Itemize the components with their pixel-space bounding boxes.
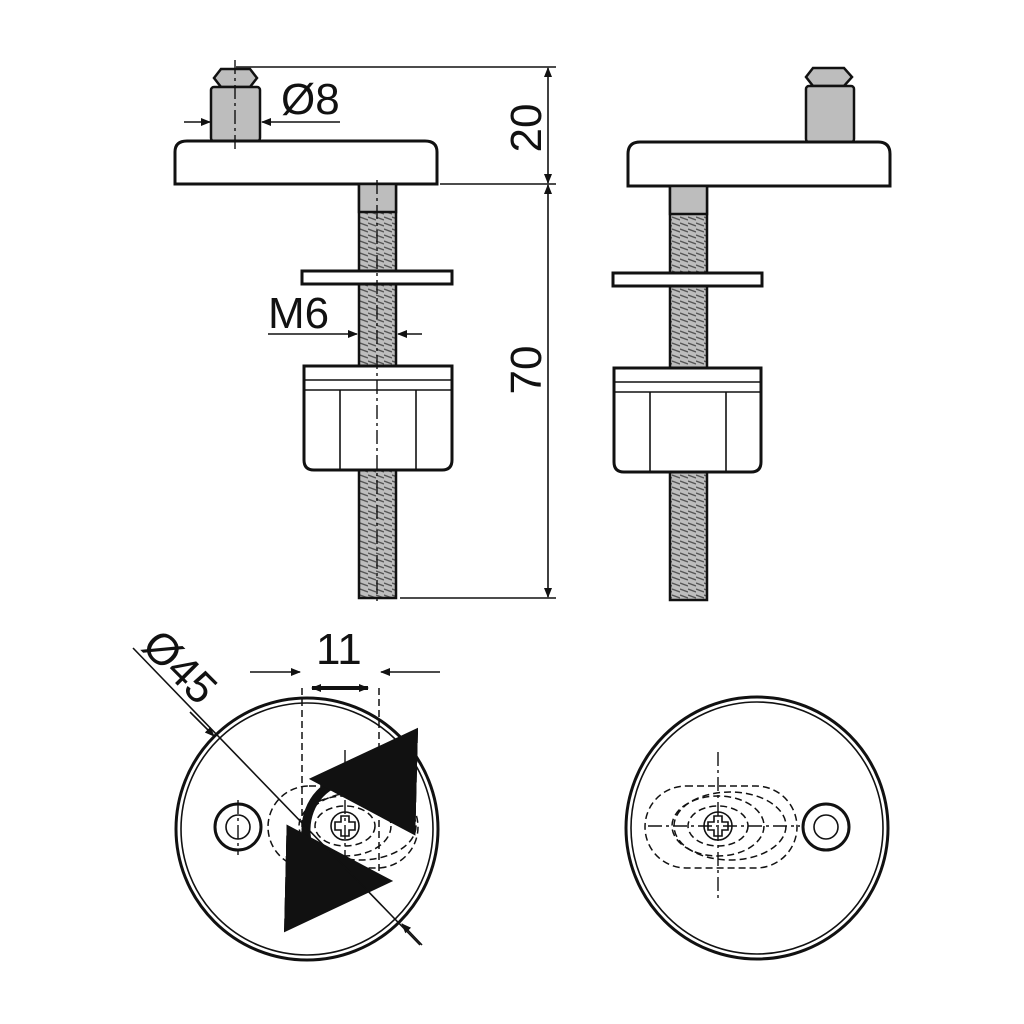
dim-bolt-length: 70 (502, 346, 551, 395)
slot-adjust-dimension (250, 668, 440, 692)
left-nut (302, 364, 454, 472)
left-hidden-slot (267, 785, 419, 869)
rotation-arrow (283, 727, 419, 933)
disc-diameter-dimension (132, 647, 423, 946)
dim-pin-height: 20 (502, 104, 551, 153)
dim-disc-diameter: Ø45 (133, 620, 226, 713)
dim-slot-adjust: 11 (316, 625, 362, 674)
dim-thread: M6 (268, 289, 329, 338)
dim-pin-diameter: Ø8 (281, 75, 340, 124)
left-disc-top-view (174, 688, 440, 962)
right-washer (611, 271, 764, 288)
right-disc-top-view (624, 695, 890, 961)
right-pin (804, 84, 856, 144)
dimension-lines (184, 66, 556, 599)
right-pin-hole (801, 802, 851, 852)
right-top-plate (626, 140, 892, 188)
right-nut (612, 366, 763, 474)
left-top-plate (173, 139, 439, 186)
right-bolt-assembly (611, 66, 892, 602)
right-hidden-slot (644, 785, 798, 869)
left-bolt-assembly (173, 60, 454, 605)
right-pin-cap (804, 66, 854, 88)
right-disc-outline (624, 695, 890, 961)
left-disc-outline (174, 696, 440, 962)
